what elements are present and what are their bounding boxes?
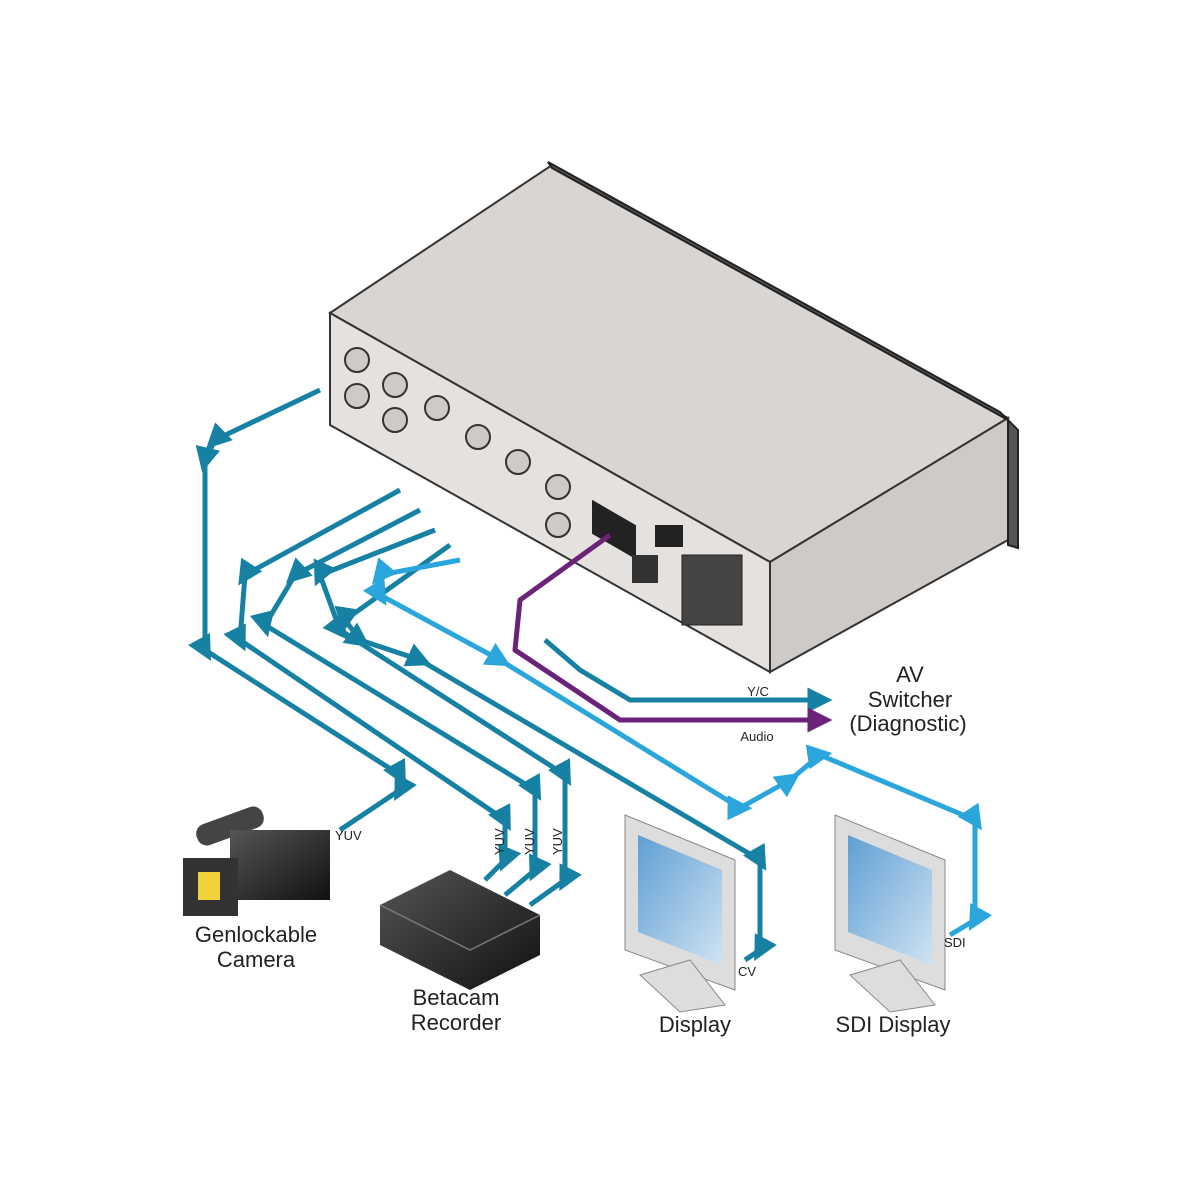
display-monitor-icon xyxy=(624,814,736,1013)
cable-yc xyxy=(543,638,833,713)
device-end-bezel xyxy=(547,161,1019,550)
yc-label: Y/C xyxy=(747,684,769,699)
betacam-recorder-icon xyxy=(379,870,541,990)
recorder-yuv-label-3: YUV xyxy=(550,828,565,855)
av-switcher-label-1: AV xyxy=(896,662,924,687)
genlockable-camera-icon xyxy=(183,806,330,916)
sdi-display-monitor-icon xyxy=(834,814,946,1013)
cable-camera-yuv xyxy=(188,387,417,833)
terminal-block xyxy=(592,499,636,560)
camera-label-1: Genlockable xyxy=(195,922,317,947)
rs232-port xyxy=(632,555,658,583)
cable-audio xyxy=(512,532,833,733)
cables xyxy=(188,387,993,963)
cable-sdi xyxy=(362,557,993,938)
recorder-yuv-label-2: YUV xyxy=(522,828,537,855)
av-switcher-label-3: (Diagnostic) xyxy=(849,711,966,736)
display-label: Display xyxy=(659,1012,731,1037)
camera-yuv-label: YUV xyxy=(335,828,362,843)
recorder-label-2: Recorder xyxy=(411,1010,501,1035)
sdi-label: SDI xyxy=(944,935,966,950)
camera-label-2: Camera xyxy=(217,947,296,972)
av-switcher-device xyxy=(328,161,1019,674)
recorder-yuv-label-1: YUV xyxy=(492,828,507,855)
sdi-display-label: SDI Display xyxy=(836,1012,951,1037)
cv-label: CV xyxy=(738,964,756,979)
recorder-label-1: Betacam xyxy=(413,985,500,1010)
audio-label: Audio xyxy=(740,729,773,744)
dip-switch xyxy=(655,525,683,547)
power-socket xyxy=(681,554,743,626)
av-switcher-label-2: Switcher xyxy=(868,687,952,712)
